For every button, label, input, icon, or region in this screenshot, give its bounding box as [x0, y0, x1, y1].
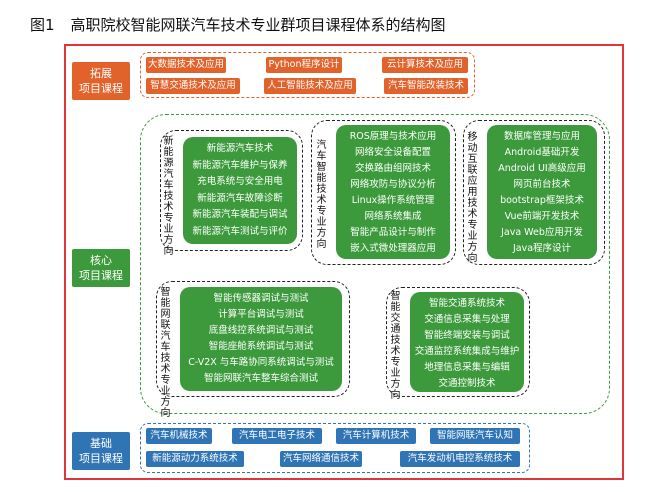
- group-icv-label: 智能网联汽车技术专业方向: [160, 287, 171, 419]
- group-traffic-courses: 智能交通系统技术 交通信息采集与处理 智能终端安装与调试 交通监控系统集成与维护…: [410, 292, 524, 392]
- course-item: 新能源汽车故障诊断: [197, 192, 283, 204]
- extension-course: Python程序设计: [266, 57, 342, 73]
- course-item: 嵌入式微处理器应用: [350, 243, 436, 254]
- course-item: 充电系统与安全用电: [197, 176, 283, 188]
- group-nev-courses: 新能源汽车技术 新能源汽车维护与保养 充电系统与安全用电 新能源汽车故障诊断 新…: [183, 137, 297, 244]
- group-nev-label: 新能源汽车技术专业方向: [163, 136, 174, 257]
- category-base-line2: 项目课程: [79, 452, 123, 465]
- group-mobile: [463, 120, 605, 265]
- course-item: 数据库管理与应用: [503, 131, 580, 142]
- core-section: [140, 114, 610, 414]
- course-item: ROS原理与技术应用: [349, 131, 437, 142]
- course-item: 底盘线控系统调试与测试: [208, 325, 314, 336]
- course-item: 交通信息采集与处理: [424, 314, 510, 325]
- group-intelligent-courses: ROS原理与技术应用 网络安全设备配置 交换路由组网技术 网络攻防与协议分析 L…: [336, 125, 450, 259]
- extension-course: 汽车智能改装技术: [384, 78, 468, 94]
- course-item: Java Web应用开发: [501, 227, 583, 238]
- course-item: 网络系统集成: [364, 211, 422, 222]
- course-item: 交换路由组网技术: [354, 163, 431, 174]
- course-item: 网页前台技术: [513, 179, 571, 190]
- category-core-line2: 项目课程: [79, 269, 123, 282]
- figure-number: 图1: [30, 16, 55, 34]
- base-course: 汽车网络通信技术: [280, 451, 362, 467]
- course-item: Linux操作系统管理: [351, 195, 435, 206]
- base-section: [140, 423, 530, 473]
- category-core: 核心 项目课程: [72, 249, 130, 287]
- figure-caption: 高职院校智能网联汽车技术专业群项目课程体系的结构图: [70, 16, 446, 34]
- group-mobile-courses: 数据库管理与应用 Android基础开发 Android UI高级应用 网页前台…: [487, 125, 597, 259]
- course-item: 新能源汽车测试与评价: [192, 225, 288, 237]
- course-item: 计算平台调试与测试: [218, 309, 304, 320]
- course-item: Vue前端开发技术: [504, 211, 580, 222]
- course-item: 新能源汽车技术: [206, 143, 274, 155]
- group-traffic-label: 智能交通技术专业方向: [390, 291, 401, 401]
- base-course: 新能源动力系统技术: [146, 451, 244, 467]
- course-item: 智能产品设计与制作: [350, 227, 436, 238]
- course-item: 智能座舱系统调试与测试: [208, 341, 314, 352]
- course-item: 交通监控系统集成与维护: [414, 346, 520, 357]
- figure-title: 图1 高职院校智能网联汽车技术专业群项目课程体系的结构图: [30, 14, 446, 35]
- outer-frame: [64, 44, 624, 480]
- group-mobile-label: 移动互联应用技术专业方向: [467, 132, 478, 264]
- extension-course: 人工智能技术及应用: [264, 78, 356, 94]
- category-extension-line2: 项目课程: [79, 82, 123, 95]
- course-item: 地理信息采集与编辑: [424, 362, 510, 373]
- extension-section: [140, 52, 475, 98]
- base-course: 汽车机械技术: [146, 428, 212, 444]
- group-nev: [160, 130, 303, 251]
- group-intelligent-label: 汽车智能技术专业方向: [316, 140, 327, 250]
- group-intelligent: [311, 120, 456, 265]
- category-base: 基础 项目课程: [72, 432, 130, 470]
- course-item: bootstrap框架技术: [500, 195, 584, 206]
- course-item: 智能网联汽车整车综合测试: [203, 373, 318, 384]
- base-course: 汽车电工电子技术: [232, 428, 322, 444]
- course-item: 智能交通系统技术: [428, 298, 505, 309]
- category-core-line1: 核心: [90, 254, 112, 267]
- course-item: Java程序设计: [512, 243, 572, 254]
- category-extension-line1: 拓展: [90, 67, 112, 80]
- base-course: 汽车计算机技术: [336, 428, 416, 444]
- course-item: 新能源汽车装配与调试: [192, 209, 288, 221]
- course-item: 智能终端安装与调试: [424, 330, 510, 341]
- course-item: 新能源汽车维护与保养: [192, 159, 288, 171]
- group-icv-courses: 智能传感器调试与测试 计算平台调试与测试 底盘线控系统调试与测试 智能座舱系统调…: [180, 287, 342, 391]
- course-item: Android基础开发: [504, 147, 580, 158]
- course-item: 网络安全设备配置: [354, 147, 431, 158]
- base-course: 智能网联汽车认知: [430, 428, 520, 444]
- course-item: 网络攻防与协议分析: [350, 179, 436, 190]
- group-traffic: [386, 287, 530, 397]
- course-item: Android UI高级应用: [498, 163, 586, 174]
- base-course: 汽车发动机电控系统技术: [400, 451, 520, 467]
- extension-course: 云计算技术及应用: [382, 57, 468, 73]
- extension-course: 大数据技术及应用: [146, 57, 226, 73]
- category-extension: 拓展 项目课程: [72, 62, 130, 100]
- course-item: C-V2X 与车路协同系统调试与测试: [188, 357, 334, 368]
- category-base-line1: 基础: [90, 437, 112, 450]
- course-item: 智能传感器调试与测试: [213, 293, 309, 304]
- extension-course: 智慧交通技术及应用: [146, 78, 240, 94]
- course-item: 交通控制技术: [438, 378, 496, 389]
- group-icv: [156, 281, 350, 397]
